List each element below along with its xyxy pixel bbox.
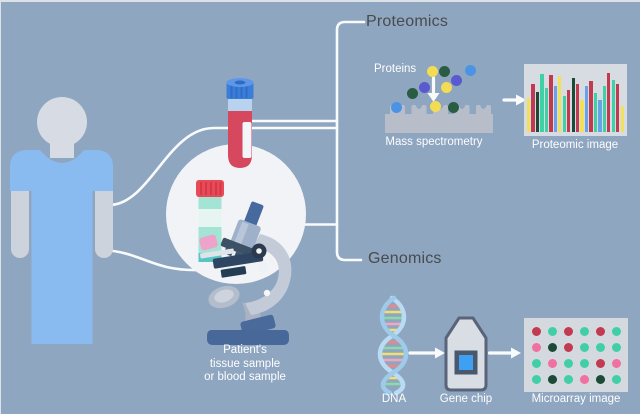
proteomic-bar — [535, 92, 540, 132]
proteomic-bar — [602, 86, 606, 132]
massspec-to-image-arrow-icon — [502, 94, 527, 106]
protein-dot — [429, 100, 441, 112]
head — [37, 97, 87, 147]
proteomic-bar — [620, 106, 624, 132]
patient-label-line3: or blood sample — [204, 371, 286, 383]
proteomic-bar — [580, 100, 584, 132]
proteomic-bar — [616, 84, 620, 132]
proteomic-bar — [567, 90, 571, 132]
proteomic-bar — [593, 93, 598, 132]
microarray-dot — [611, 326, 621, 336]
microarray-dot — [611, 374, 621, 384]
microarray-dot — [595, 374, 605, 384]
chip-to-microarray-arrow-icon — [487, 347, 521, 359]
microarray-image-label: Microarray image — [531, 393, 621, 405]
genomics-title: Genomics — [368, 250, 442, 267]
proteomic-bar — [531, 84, 535, 132]
patient-label-line2: tissue sample — [209, 357, 281, 370]
microarray-dot — [611, 358, 621, 368]
patient-figure — [10, 97, 113, 344]
microarray-dot — [563, 342, 573, 352]
microarray-dot — [531, 358, 541, 368]
person-to-bracket-line — [108, 126, 339, 207]
microarray-dot — [547, 342, 557, 352]
microscope-icon — [200, 201, 292, 345]
proteomic-bar — [562, 96, 566, 132]
blood-tube-icon — [226, 78, 254, 168]
proteomic-bar — [598, 100, 602, 132]
torso — [31, 170, 93, 344]
patient-label-line1: Patient's — [223, 344, 267, 356]
proteomic-bar — [553, 86, 558, 132]
screenshot-left-edge — [0, 0, 1, 414]
protein-dot — [450, 74, 462, 86]
proteomic-image-panel — [524, 64, 627, 136]
proteomic-bar — [540, 74, 544, 132]
arrows — [408, 76, 527, 359]
microarray-dot — [531, 342, 541, 352]
protein-dots-cluster — [370, 60, 495, 120]
microarray-dot — [531, 374, 541, 384]
proteomic-bar-chart — [524, 64, 627, 136]
microarray-dot — [531, 326, 541, 336]
microarray-dot — [595, 326, 605, 336]
gene-chip-icon — [444, 316, 488, 392]
right-arm — [95, 178, 113, 258]
proteomic-bar — [544, 88, 549, 132]
microarray-dot — [579, 342, 589, 352]
microarray-dot — [563, 374, 573, 384]
microarray-dot — [563, 358, 573, 368]
patient-sample-label: Patient's tissue sample or blood sample — [175, 344, 315, 385]
protein-dot — [438, 65, 450, 77]
microarray-dot — [579, 326, 589, 336]
left-arm — [11, 178, 29, 258]
dna-to-chip-arrow-icon — [408, 347, 445, 359]
microarray-dot — [547, 374, 557, 384]
microarray-dot — [547, 326, 557, 336]
proteomic-bar — [589, 81, 593, 132]
mass-spectrometry-icon — [385, 105, 493, 133]
microarray-panel — [524, 318, 628, 392]
protein-dot — [447, 101, 459, 113]
bracket-line — [335, 20, 366, 262]
proteomics-title: Proteomics — [366, 13, 449, 30]
microarray-dot — [595, 342, 605, 352]
microarray-dot — [595, 358, 605, 368]
microarray-dot — [563, 326, 573, 336]
proteomic-bar — [558, 76, 562, 132]
dna-label: DNA — [381, 393, 407, 405]
proteomic-bar — [575, 84, 580, 132]
microarray-dot — [579, 374, 589, 384]
protein-dot — [406, 87, 418, 99]
proteomic-bar — [549, 75, 553, 132]
protein-dot — [390, 101, 402, 113]
connector-lines — [101, 20, 366, 272]
dna-icon — [377, 295, 409, 396]
microarray-dot-grid — [524, 318, 628, 392]
person-to-circle-line — [101, 248, 200, 272]
specimen-container-icon — [196, 180, 224, 262]
proteomic-bar — [607, 73, 611, 132]
proteomic-bar — [584, 86, 589, 132]
microarray-dot — [611, 342, 621, 352]
microarray-dot — [547, 358, 557, 368]
protein-dot — [440, 81, 452, 93]
microarray-dot — [579, 358, 589, 368]
gene-chip-label: Gene chip — [439, 393, 493, 405]
proteomic-bar — [527, 98, 531, 132]
proteomic-bar — [611, 80, 615, 132]
protein-dot — [464, 64, 476, 76]
mass-spectrometry-label: Mass spectrometry — [385, 136, 483, 148]
screenshot-top-edge — [0, 0, 640, 2]
protein-dot — [418, 81, 430, 93]
proteomic-bar — [571, 78, 575, 132]
protein-dot — [426, 65, 438, 77]
proteomic-image-label: Proteomic image — [531, 139, 619, 151]
ionization-down-arrow-icon — [427, 76, 440, 102]
proteins-label: Proteins — [374, 63, 417, 75]
